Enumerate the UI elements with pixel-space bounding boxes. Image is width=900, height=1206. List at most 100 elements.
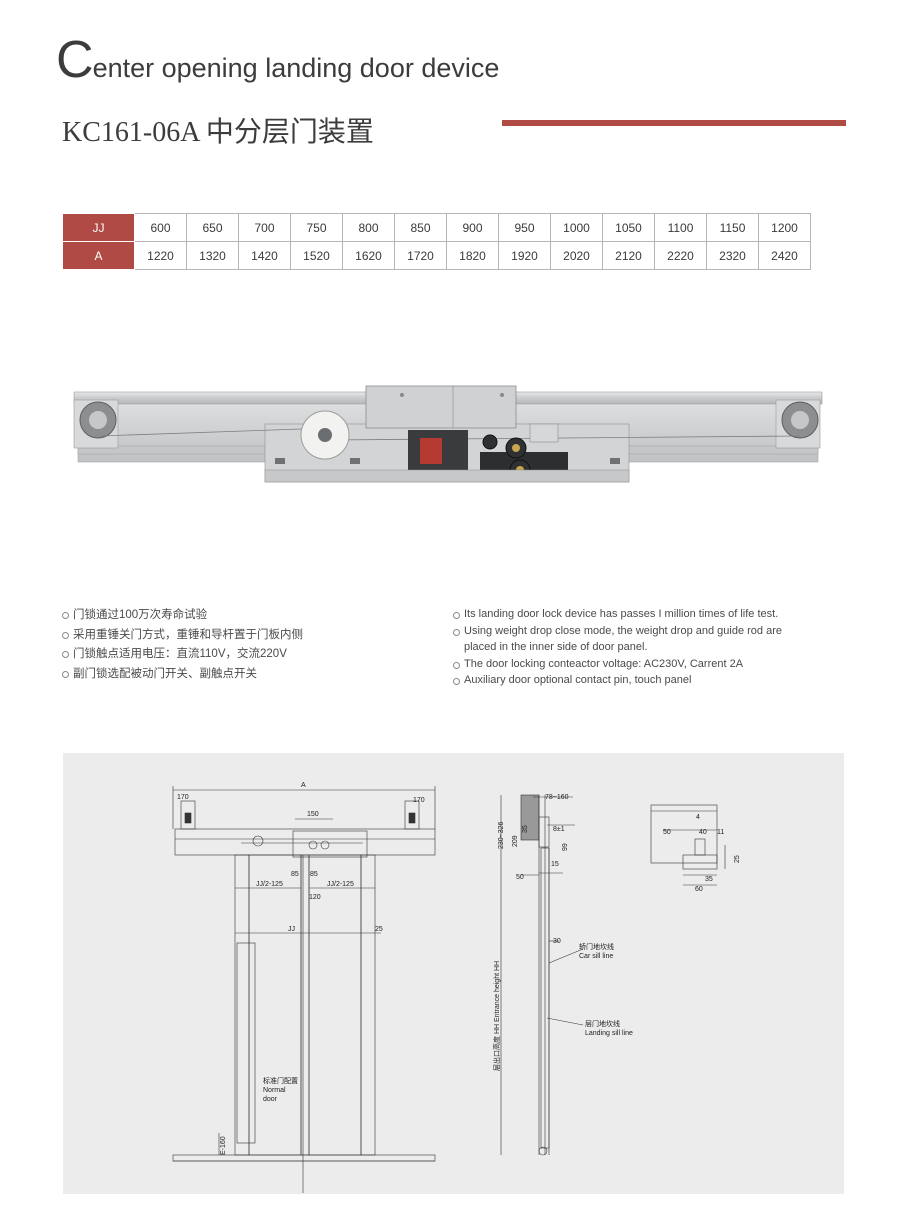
- row-label: JJ: [62, 213, 135, 242]
- table-cell: 750: [290, 213, 343, 242]
- sill-50: 50: [663, 829, 671, 836]
- table-cell: 950: [498, 213, 551, 242]
- list-item: Its landing door lock device has passes …: [453, 606, 782, 623]
- side-30: 30: [553, 938, 561, 945]
- bullet-icon: [453, 678, 460, 686]
- list-item: 采用重锤关门方式，重锤和导杆置于门板内侧: [62, 626, 303, 646]
- landing-sill-en: Landing sill line: [585, 1030, 633, 1037]
- table-cell: 2320: [706, 241, 759, 270]
- dim-jj: JJ: [288, 926, 295, 933]
- table-row-jj: JJ 600 650 700 750 800 850 900 950 1000 …: [62, 213, 811, 242]
- table-cell: 1820: [446, 241, 499, 270]
- table-row-a: A 1220 1320 1420 1520 1620 1720 1820 192…: [62, 241, 811, 270]
- dim-170-right: 170: [413, 797, 425, 804]
- table-cell: 1420: [238, 241, 291, 270]
- table-cell: 2120: [602, 241, 655, 270]
- feature-text: Using weight drop close mode, the weight…: [464, 624, 782, 637]
- side-15: 15: [551, 861, 559, 868]
- table-cell: 1200: [758, 213, 811, 242]
- title-initial: C: [56, 31, 94, 89]
- dim-jj-half-right: JJ/2-125: [327, 881, 354, 888]
- dim-25: 25: [375, 926, 383, 933]
- table-cell: 850: [394, 213, 447, 242]
- dim-jj-half-left: JJ/2-125: [256, 881, 283, 888]
- feature-text: placed in the inner side of door panel.: [464, 641, 648, 654]
- table-cell: 1100: [654, 213, 707, 242]
- bullet-icon: [62, 670, 69, 678]
- sill-35: 35: [705, 876, 713, 883]
- side-8-1: 8±1: [553, 826, 565, 833]
- sill-4: 4: [696, 814, 700, 821]
- bullet-icon: [62, 612, 69, 619]
- feature-text: 门锁通过100万次寿命试验: [73, 609, 208, 621]
- title-rest: enter opening landing door device: [92, 53, 500, 83]
- table-cell: 800: [342, 213, 395, 242]
- table-cell: 1720: [394, 241, 447, 270]
- table-cell: 900: [446, 213, 499, 242]
- table-cell: 1050: [602, 213, 655, 242]
- table-cell: 2420: [758, 241, 811, 270]
- sill-25: 25: [734, 855, 741, 863]
- bullet-icon: [453, 612, 460, 619]
- accent-bar: [502, 120, 846, 126]
- bullet-icon: [62, 631, 69, 639]
- car-sill-en: Car sill line: [579, 953, 613, 960]
- table-cell: 600: [134, 213, 187, 242]
- dim-85-right: 85: [310, 871, 318, 878]
- list-item: Auxiliary door optional contact pin, tou…: [453, 672, 782, 689]
- normal-door-en-2: door: [263, 1096, 278, 1103]
- features-en-list: Its landing door lock device has passes …: [453, 606, 782, 689]
- table-cell: 650: [186, 213, 239, 242]
- side-99: 99: [562, 843, 569, 851]
- side-35: 35: [522, 825, 529, 833]
- feature-text: The door locking conteactor voltage: AC2…: [464, 657, 744, 670]
- table-cell: 700: [238, 213, 291, 242]
- row-label: A: [62, 241, 135, 270]
- spec-table: JJ 600 650 700 750 800 850 900 950 1000 …: [62, 213, 811, 270]
- side-50: 50: [516, 874, 524, 881]
- feature-text: 采用重锤关门方式，重锤和导杆置于门板内侧: [73, 628, 303, 641]
- bullet-icon: [453, 628, 460, 636]
- sill-11: 11: [717, 829, 724, 836]
- list-item: 门锁触点适用电压：直流110V，交流220V: [62, 645, 303, 665]
- list-item: The door locking conteactor voltage: AC2…: [453, 656, 782, 673]
- table-cell: 2220: [654, 241, 707, 270]
- table-cell: 1520: [290, 241, 343, 270]
- feature-text: 门锁触点适用电压：直流110V，交流220V: [73, 648, 287, 660]
- list-item: 副门锁选配被动门开关、副触点开关: [62, 665, 303, 685]
- list-item: Using weight drop close mode, the weight…: [453, 623, 782, 640]
- feature-text: 副门锁选配被动门开关、副触点开关: [73, 667, 257, 680]
- dim-e160: E-160: [220, 1136, 227, 1155]
- normal-door-cn: 标准门配置: [263, 1076, 298, 1085]
- feature-text: Its landing door lock device has passes …: [464, 608, 779, 620]
- side-78-160: 78~160: [545, 794, 569, 801]
- model-title: KC161-06A 中分层门装置: [62, 117, 374, 148]
- list-item: 门锁通过100万次寿命试验: [62, 606, 303, 626]
- dim-120: 120: [309, 894, 321, 901]
- features-cn-list: 门锁通过100万次寿命试验 采用重锤关门方式，重锤和导杆置于门板内侧 门锁触点适…: [62, 606, 303, 684]
- table-cell: 1220: [134, 241, 187, 270]
- technical-drawing-panel: A 170 170 150 85 85 JJ/2-125 JJ/2-125 12…: [63, 753, 844, 1194]
- dim-170-left: 170: [177, 794, 189, 801]
- normal-door-en-1: Normal: [263, 1087, 286, 1094]
- table-cell: 2020: [550, 241, 603, 270]
- door-device-photo: [73, 385, 823, 483]
- landing-sill-cn: 层门地坎线: [585, 1019, 620, 1028]
- technical-drawing: A 170 170 150 85 85 JJ/2-125 JJ/2-125 12…: [172, 782, 741, 1193]
- table-cell: 1000: [550, 213, 603, 242]
- dim-150: 150: [307, 811, 319, 818]
- table-cell: 1150: [706, 213, 759, 242]
- dim-a: A: [301, 782, 306, 789]
- sill-40: 40: [699, 829, 707, 836]
- side-230-326: 230~326: [498, 821, 505, 849]
- car-sill-cn: 轿门地坎线: [579, 942, 614, 951]
- feature-text: Auxiliary door optional contact pin, tou…: [464, 674, 692, 687]
- table-cell: 1320: [186, 241, 239, 270]
- table-cell: 1920: [498, 241, 551, 270]
- entrance-height: 层出口高度 HH Entrance height HH: [492, 961, 501, 1071]
- bullet-icon: [453, 661, 460, 669]
- table-cell: 1620: [342, 241, 395, 270]
- bullet-icon: [62, 651, 69, 658]
- list-item-continuation: placed in the inner side of door panel.: [453, 639, 782, 656]
- dim-85-left: 85: [291, 871, 299, 878]
